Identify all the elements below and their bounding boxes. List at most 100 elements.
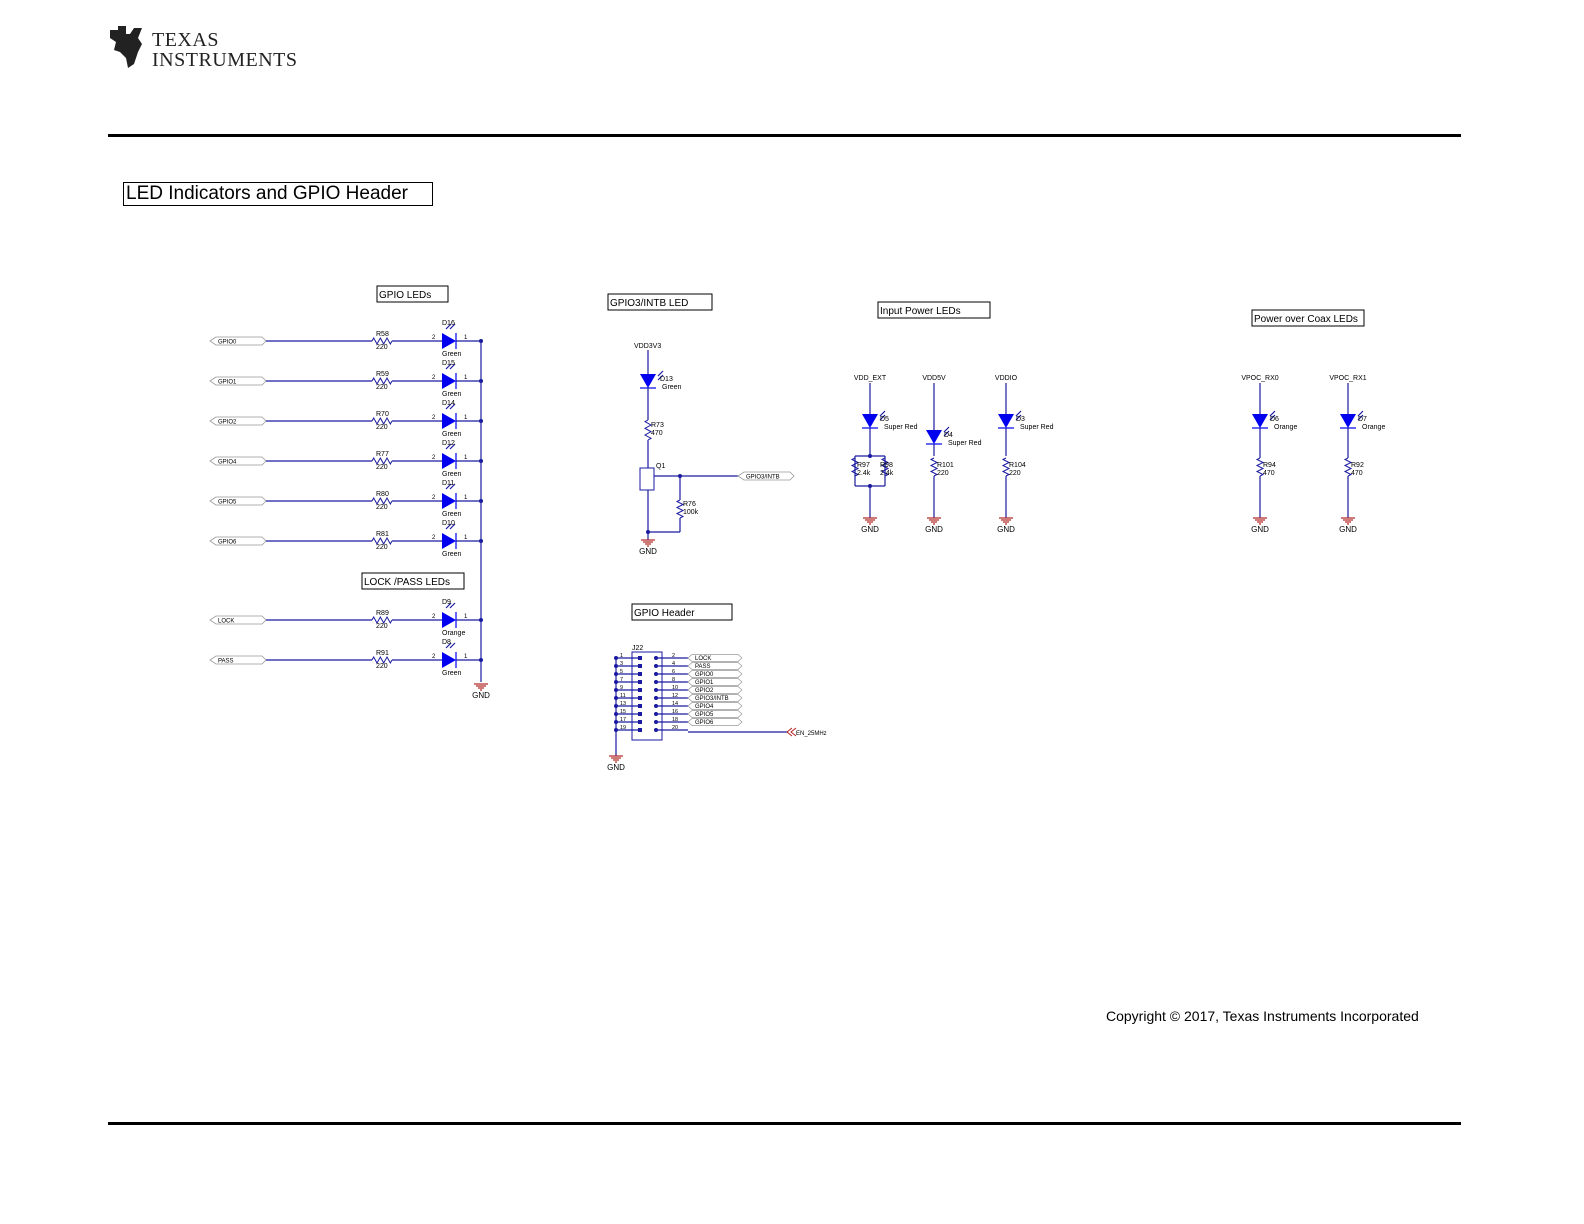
resistor-r89 xyxy=(371,615,393,625)
supply-label: VPOC_RX1 xyxy=(1329,375,1366,382)
led-color: Green xyxy=(442,431,462,438)
pin-number: 1 xyxy=(464,455,468,461)
net-label-en: EN_25MHz xyxy=(796,731,827,737)
section-poc-leds-box xyxy=(1251,309,1365,327)
gnd-label: GND xyxy=(1339,525,1357,534)
pin-number: 16 xyxy=(672,709,678,715)
led-ray xyxy=(445,523,452,530)
resistor-value: 220 xyxy=(1009,470,1021,477)
pin-number: 5 xyxy=(620,669,623,675)
section-lock-pass-leds: LOCK /PASS LEDs xyxy=(364,577,450,588)
resistor-r77 xyxy=(371,456,393,466)
led-ray xyxy=(879,410,886,417)
resistor-value: 2.4k xyxy=(857,470,871,477)
led-d15-icon xyxy=(442,373,456,389)
led-ray xyxy=(1269,410,1276,417)
gnd-label: GND xyxy=(1251,525,1269,534)
section-input-power-leds-box xyxy=(877,301,991,319)
led-color: Super Red xyxy=(1020,424,1054,431)
net-label: GPIO4 xyxy=(695,704,714,710)
pin-number: 15 xyxy=(620,709,626,715)
net-flag xyxy=(687,694,743,702)
led-color: Orange xyxy=(1274,424,1297,431)
resistor-value: 2.4k xyxy=(880,470,894,477)
brand-wordmark: Texas Instruments xyxy=(152,30,298,70)
off-page-arrow-icon xyxy=(786,727,797,737)
net-label: LOCK xyxy=(695,656,711,662)
pin-number: 2 xyxy=(432,535,436,541)
pin-number: 1 xyxy=(464,415,468,421)
brand-line2: Instruments xyxy=(152,49,298,71)
gnd-label: GND xyxy=(607,763,625,772)
section-poc-leds: Power over Coax LEDs xyxy=(1254,314,1358,325)
pin-square xyxy=(638,680,642,684)
pin-number: 1 xyxy=(464,535,468,541)
net-flag xyxy=(687,702,743,710)
supply-label: VDDIO xyxy=(995,375,1018,382)
led-ray xyxy=(879,414,886,421)
led-d11-icon xyxy=(442,493,456,509)
resistor-ref: R59 xyxy=(376,371,389,378)
led-d4-icon xyxy=(926,430,942,444)
pin-square xyxy=(638,712,642,716)
led-ref: D13 xyxy=(660,376,673,383)
led-color: Orange xyxy=(1362,424,1385,431)
net-flag xyxy=(687,662,743,670)
net-label: GPIO1 xyxy=(695,680,714,686)
led-ray xyxy=(445,483,452,490)
resistor-value: 220 xyxy=(376,344,388,351)
gnd-label: GND xyxy=(639,547,657,556)
led-color: Orange xyxy=(442,630,465,637)
led-ref: D7 xyxy=(1358,416,1367,423)
led-ray xyxy=(1357,414,1364,421)
pin-number: 1 xyxy=(464,375,468,381)
led-color: Super Red xyxy=(884,424,918,431)
led-ray xyxy=(1015,410,1022,417)
resistor-ref: R77 xyxy=(376,451,389,458)
pin-number: 6 xyxy=(672,669,675,675)
resistor-value: 220 xyxy=(376,504,388,511)
junction-dot xyxy=(646,530,650,534)
pin-number: 2 xyxy=(432,335,436,341)
pin-number: 20 xyxy=(672,725,678,731)
pin-number: 18 xyxy=(672,717,678,723)
resistor-r80 xyxy=(371,496,393,506)
net-gpio5: GPIO5 xyxy=(218,500,237,506)
net-gpio4: GPIO4 xyxy=(218,460,237,466)
page-title: LED Indicators and GPIO Header xyxy=(123,182,433,206)
section-input-power-leds: Input Power LEDs xyxy=(880,306,961,317)
pin-square xyxy=(638,696,642,700)
pin-square xyxy=(638,704,642,708)
pin-number: 19 xyxy=(620,725,626,731)
resistor-r94 xyxy=(1255,457,1265,477)
led-ref: D3 xyxy=(1016,416,1025,423)
led-ref: D4 xyxy=(944,432,953,439)
led-d3-icon xyxy=(998,414,1014,428)
pin-number: 2 xyxy=(432,415,436,421)
led-ray xyxy=(449,363,456,370)
resistor-ref: R101 xyxy=(937,462,954,469)
resistor-value: 220 xyxy=(937,470,949,477)
resistor-value: 220 xyxy=(376,464,388,471)
resistor-ref: R80 xyxy=(376,491,389,498)
led-ray xyxy=(445,642,452,649)
connector-ref: J22 xyxy=(632,645,643,652)
led-d9-icon xyxy=(442,612,456,628)
resistor-ref: R98 xyxy=(880,462,893,469)
led-d13-icon xyxy=(640,374,656,388)
pin-square xyxy=(638,656,642,660)
pin-number: 1 xyxy=(464,654,468,660)
resistor-ref: R104 xyxy=(1009,462,1026,469)
resistor-ref: R92 xyxy=(1351,462,1364,469)
resistor-ref: R73 xyxy=(651,422,664,429)
net-label: GPIO5 xyxy=(695,712,714,718)
net-gpio1: GPIO1 xyxy=(218,380,237,386)
copyright-text: Copyright © 2017, Texas Instruments Inco… xyxy=(1106,1008,1419,1024)
gnd-label: GND xyxy=(861,525,879,534)
led-ref: D6 xyxy=(1270,416,1279,423)
led-ray xyxy=(1269,414,1276,421)
supply-label: VDD3V3 xyxy=(634,343,661,350)
led-ref: D9 xyxy=(442,599,451,606)
net-flag xyxy=(687,686,743,694)
